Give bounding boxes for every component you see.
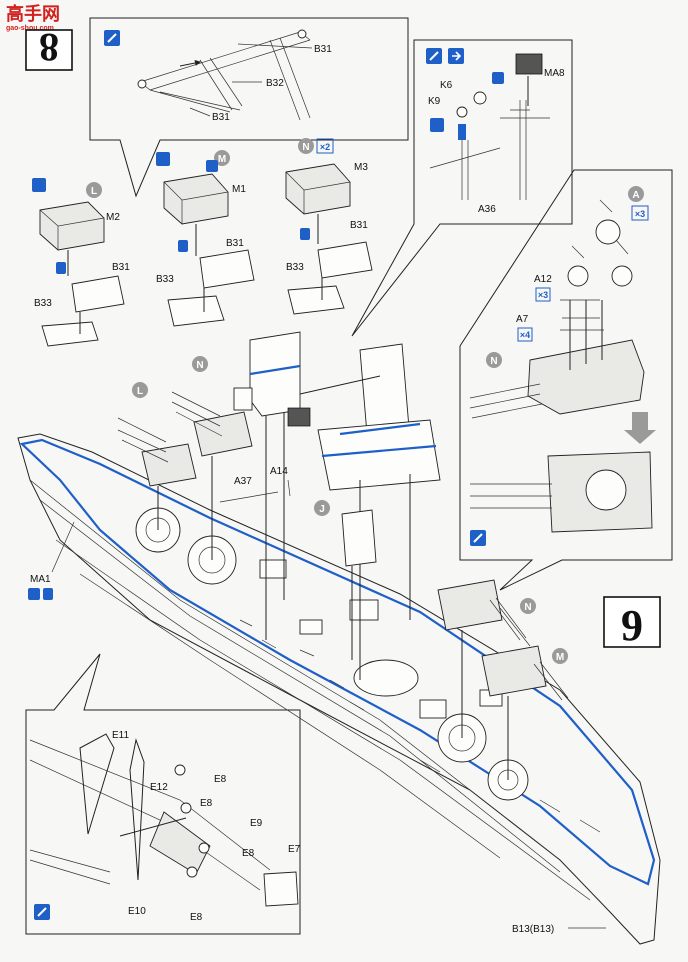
photo-etch-part	[515, 53, 543, 75]
label-a37: A37	[234, 476, 252, 487]
label-b33-r: B33	[286, 262, 304, 273]
glue-icon	[430, 118, 444, 132]
down-arrow-icon	[624, 412, 656, 444]
label-ma1: MA1	[30, 574, 51, 585]
glue-icon	[156, 152, 170, 166]
label-m2: M2	[106, 212, 120, 223]
label-e8-a: E8	[214, 774, 227, 785]
mult-n-x2: ×2	[320, 142, 330, 152]
watermark: 高手网 gao-shou.com	[6, 3, 60, 32]
paint-icon	[178, 240, 188, 252]
glue-icon	[34, 904, 50, 920]
turret-group-n: N ×2 M3 B31 B33	[285, 138, 373, 315]
turret-group-m: M M1 B31 B33	[156, 150, 255, 327]
step-8-marker: 8	[25, 25, 73, 71]
badge-l2: L	[137, 386, 143, 397]
step-8-number: 8	[39, 25, 59, 70]
badge-n3: N	[196, 360, 203, 371]
glue-icon	[470, 530, 486, 546]
label-a36: A36	[478, 204, 496, 215]
label-b33-l: B33	[34, 298, 52, 309]
label-b31-m: B31	[226, 238, 244, 249]
glue-icon	[32, 178, 46, 192]
label-e8-d: E8	[190, 912, 203, 923]
turret-group-l: L M2 B31 B33	[32, 178, 130, 347]
paint-icon	[300, 228, 310, 240]
badge-m1: M	[218, 154, 226, 165]
label-a14: A14	[270, 466, 288, 477]
badge-a: A	[632, 190, 639, 201]
label-e8-b: E8	[200, 798, 213, 809]
flip-icon	[448, 48, 464, 64]
badge-n2: N	[490, 356, 497, 367]
label-ma8: MA8	[544, 68, 565, 79]
watermark-site: gao-shou.com	[6, 25, 54, 32]
label-b31-top2: B31	[212, 112, 230, 123]
glue-icon	[426, 48, 442, 64]
label-m1: M1	[232, 184, 246, 195]
callout-stern: E11 E8 E12 E8 E9 E8 E7 E10 E8	[25, 653, 301, 935]
label-k6: K6	[440, 80, 453, 91]
label-e8-c: E8	[242, 848, 255, 859]
label-b32: B32	[266, 78, 284, 89]
label-m3: M3	[354, 162, 368, 173]
mult-a-x3: ×3	[635, 209, 645, 219]
label-b13: B13(B13)	[512, 924, 554, 935]
glue-icon	[104, 30, 120, 46]
label-e9: E9	[250, 818, 263, 829]
battleship-hull	[17, 433, 661, 945]
step-9-number: 9	[621, 601, 643, 650]
cement-icon	[206, 160, 218, 172]
label-b31-r: B31	[350, 220, 368, 231]
superstructure: L N J A14 A37 N	[117, 331, 569, 780]
callout-barrels: B31 B32 B31	[89, 17, 409, 198]
label-e11: E11	[112, 730, 129, 741]
label-b31-l: B31	[112, 262, 130, 273]
label-a12: A12	[534, 274, 552, 285]
badge-n1: N	[302, 142, 309, 153]
callout-turret-assembly: A ×3 A12 ×3 A7 ×4 N	[459, 169, 673, 591]
badge-j: J	[319, 504, 325, 515]
badge-m2: M	[556, 652, 564, 663]
label-k9: K9	[428, 96, 441, 107]
label-b31-top1: B31	[314, 44, 332, 55]
label-a7: A7	[516, 314, 529, 325]
hull-labels: MA1 B13(B13)	[28, 521, 606, 935]
badge-l1: L	[91, 186, 97, 197]
label-e7: E7	[288, 844, 301, 855]
label-e10: E10	[128, 906, 146, 917]
mult-a12-x3: ×3	[538, 290, 548, 300]
badge-n4: N	[524, 602, 531, 613]
cement-icon	[28, 588, 40, 600]
paint-icon	[56, 262, 66, 274]
paint-icon	[492, 72, 504, 84]
paint-icon	[43, 588, 53, 600]
callout-mast: MA8 K6 K9 A36	[351, 39, 573, 337]
label-e12: E12	[150, 782, 168, 793]
watermark-brand: 高手网	[6, 3, 60, 24]
mult-a7-x4: ×4	[520, 330, 530, 340]
step-9-marker: 9	[603, 596, 661, 650]
label-b33-m: B33	[156, 274, 174, 285]
